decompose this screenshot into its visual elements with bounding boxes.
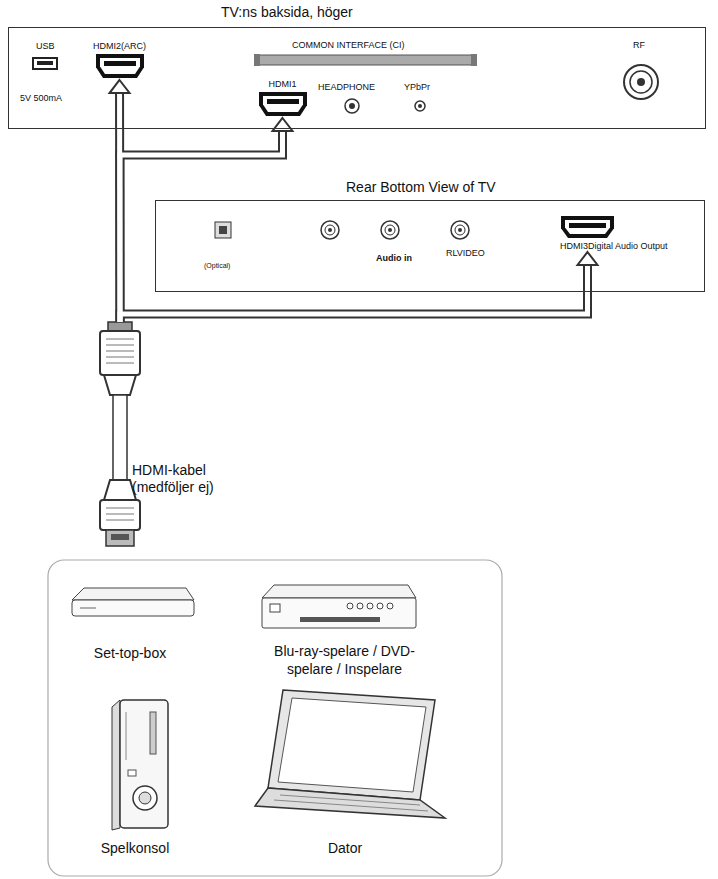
hdmi-cable: HDMI-kabel (medföljer ej) — [92, 322, 242, 550]
rca-jacks — [321, 221, 469, 239]
device-label-box: Blu-ray-spelare / DVD-spelare / Inspelar… — [262, 643, 427, 678]
usb-port — [33, 58, 57, 69]
panel-title: Rear Bottom View of TV — [346, 179, 496, 195]
port-name: COMMON INTERFACE (CI) — [292, 40, 405, 50]
rf-connector — [624, 65, 658, 99]
tv-bottom-panel: Rear Bottom View of TVHDMI3Digital Audio… — [155, 200, 705, 292]
port-name: Audio in — [376, 253, 412, 263]
port-name: 5V 500mA — [20, 93, 62, 103]
device-label: Dator — [290, 840, 400, 858]
device-frame — [48, 560, 502, 876]
headphone-jack-hole — [349, 103, 355, 109]
optical-port — [215, 222, 231, 238]
cable-arrow-inner — [120, 130, 283, 322]
cable-wire — [113, 395, 127, 480]
cable-label: HDMI-kabel (medföljer ej) — [132, 462, 237, 496]
device-label-box: Set-top-box — [70, 645, 190, 663]
usb-tongue — [37, 61, 53, 65]
cable-arrow — [120, 130, 283, 322]
device-label: Blu-ray-spelare / DVD-spelare / Inspelar… — [262, 643, 427, 678]
device-label-box: Spelkonsol — [85, 840, 185, 858]
arrow-head — [110, 80, 130, 93]
arrow-head — [273, 118, 293, 131]
hdmi-socket — [560, 215, 615, 239]
arrow-head — [578, 252, 598, 265]
ci-slot — [258, 55, 473, 65]
rf-connector-pin — [637, 78, 645, 86]
ci-slot-end — [254, 54, 260, 66]
device-label: Spelkonsol — [85, 840, 185, 858]
port-label: HDMI3Digital Audio Output — [560, 241, 668, 251]
port-name: USB — [36, 41, 55, 51]
hdmi-plug-top — [100, 322, 140, 395]
port-name: YPbPr — [404, 82, 430, 92]
bluray-player-icon — [262, 585, 416, 628]
headphone-jack — [345, 99, 359, 113]
device-label-box: Dator — [290, 840, 400, 858]
hdmi-socket — [95, 53, 145, 79]
cable-arrow-inner — [120, 264, 588, 322]
port-name: RF — [633, 40, 645, 50]
hdmi-port: HDMI3Digital Audio Output — [560, 215, 668, 251]
port-name: HEADPHONE — [318, 82, 375, 92]
ci-slot-end — [471, 54, 477, 66]
port-label: HDMI2(ARC) — [93, 41, 146, 51]
port-label: HDMI1 — [268, 79, 296, 89]
optical-port-hole — [219, 226, 227, 234]
rf-connector-ring — [630, 71, 652, 93]
cable-arrow — [120, 264, 588, 322]
ypbpr-jack — [415, 101, 425, 111]
device-label: Set-top-box — [70, 645, 190, 663]
laptop-icon — [255, 690, 445, 818]
hdmi-socket — [258, 91, 308, 117]
hdmi-port: HDMI1 — [258, 79, 308, 117]
set-top-box-icon — [72, 588, 194, 616]
ypbpr-jack-hole — [418, 104, 422, 108]
port-name: RLVIDEO — [446, 248, 485, 258]
game-console-icon — [112, 700, 168, 830]
hdmi-port: HDMI2(ARC) — [93, 41, 146, 79]
panel-title: TV:ns baksida, höger — [221, 4, 353, 20]
port-name: (Optical) — [204, 262, 230, 269]
